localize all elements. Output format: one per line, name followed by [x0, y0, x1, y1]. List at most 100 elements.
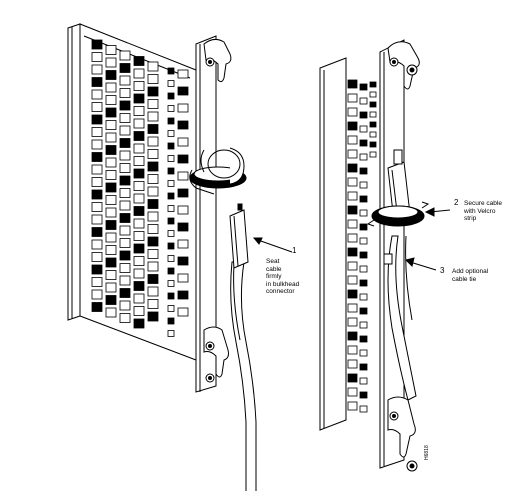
chip: [359, 167, 368, 175]
chip: [91, 189, 103, 200]
chip: [105, 132, 117, 143]
chip: [119, 213, 131, 223]
left-faceplate: [195, 35, 232, 393]
chip: [133, 318, 145, 329]
chip: [347, 345, 358, 355]
chip: [359, 349, 368, 357]
chip: [91, 289, 103, 300]
port: [177, 137, 189, 147]
right-velcro-strap: [366, 201, 430, 227]
chip: [119, 75, 131, 86]
callout-1-number: 1: [292, 246, 297, 255]
chip: [91, 277, 103, 287]
chip: [359, 83, 368, 91]
port: [369, 111, 377, 118]
chip: [147, 74, 159, 84]
chip: [359, 405, 368, 413]
port: [177, 86, 189, 96]
chip: [167, 167, 175, 175]
chip: [91, 39, 103, 50]
chip: [133, 293, 145, 304]
port: [177, 222, 189, 232]
port: [177, 154, 189, 164]
chip: [119, 50, 131, 61]
chip: [105, 195, 117, 205]
chip: [133, 56, 145, 66]
chip: [133, 93, 145, 104]
chip: [105, 257, 117, 268]
chip: [91, 239, 103, 250]
chip: [347, 79, 358, 89]
chip: [91, 302, 103, 312]
chip: [133, 193, 145, 204]
chip: [133, 143, 145, 154]
chip: [359, 223, 368, 231]
chip: [359, 279, 368, 287]
chip: [91, 252, 103, 262]
chip: [119, 63, 131, 73]
chip: [133, 106, 145, 116]
chip: [167, 67, 175, 75]
chip: [105, 82, 117, 93]
left-faceplate-ports: [177, 69, 189, 317]
chip: [119, 125, 131, 136]
chip: [91, 177, 103, 187]
chip: [167, 267, 175, 275]
chip: [359, 111, 368, 119]
right-card-components: [347, 79, 368, 413]
chip: [347, 219, 358, 229]
chip: [147, 136, 159, 147]
left-cable: [230, 261, 257, 491]
chip: [91, 102, 103, 112]
right-cable: [387, 235, 417, 401]
chip: [119, 225, 131, 236]
chip: [91, 202, 103, 212]
chip: [147, 186, 159, 197]
chip: [119, 88, 131, 98]
chip: [133, 231, 145, 241]
chip: [147, 161, 159, 172]
chip: [119, 288, 131, 298]
chip: [119, 313, 131, 323]
callout-1-label: Seat cable firmly in bulkhead connector: [266, 258, 300, 295]
chip: [347, 373, 358, 383]
chip: [133, 206, 145, 216]
chip: [347, 191, 358, 201]
chip: [91, 214, 103, 225]
callout-2-label: Secure cable with Velcro strip: [464, 200, 502, 222]
chip: [105, 270, 117, 280]
left-card-components: [91, 39, 175, 337]
port: [369, 81, 377, 88]
callout-3-leader: [405, 257, 437, 271]
chip: [133, 156, 145, 166]
chip: [147, 174, 159, 184]
chip: [347, 247, 358, 257]
chip: [347, 233, 358, 243]
chip: [359, 307, 368, 315]
chip: [167, 117, 175, 125]
chip: [347, 387, 358, 397]
chip: [359, 391, 368, 399]
callout-3-number: 3: [440, 266, 445, 275]
port: [369, 121, 377, 128]
port: [369, 91, 377, 98]
chip: [147, 274, 159, 284]
chip: [133, 268, 145, 279]
chip: [133, 131, 145, 141]
chip: [359, 125, 368, 133]
chip: [105, 232, 117, 243]
chip: [105, 145, 117, 155]
chip: [359, 153, 368, 161]
chip: [133, 218, 145, 229]
chip: [347, 289, 358, 299]
chip: [91, 114, 103, 125]
chip: [147, 211, 159, 222]
chip: [133, 256, 145, 266]
chip: [167, 155, 175, 162]
port: [369, 141, 377, 148]
port: [177, 256, 189, 266]
chip: [91, 89, 103, 100]
chip: [167, 105, 175, 112]
chip: [105, 157, 117, 168]
right-line-card: [319, 57, 347, 431]
